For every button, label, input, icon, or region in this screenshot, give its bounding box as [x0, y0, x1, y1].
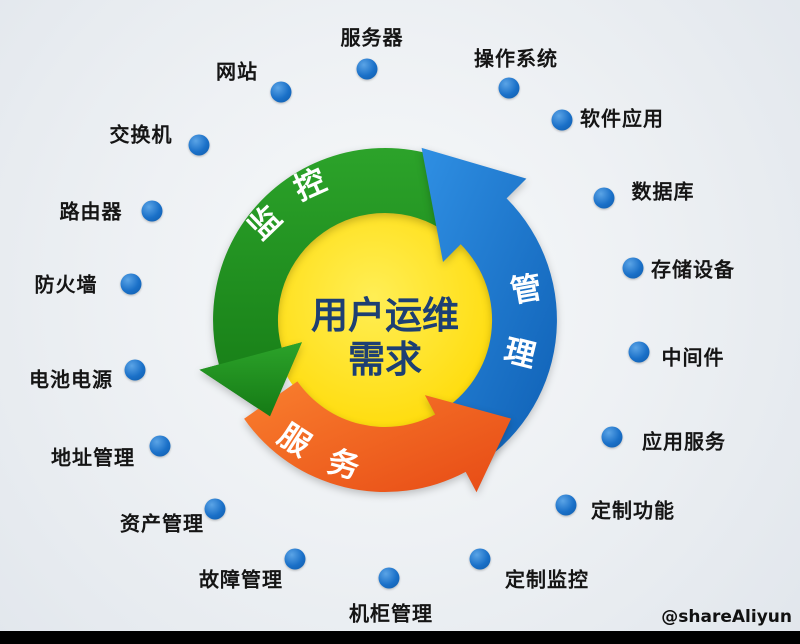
node-label-battery-power: 电池电源 — [29, 367, 113, 392]
node-label-custom-monitoring: 定制监控 — [505, 567, 589, 592]
node-dot-switch — [188, 134, 210, 156]
node-label-fault-management: 故障管理 — [199, 567, 283, 592]
node-dot-operating-system — [498, 77, 520, 99]
node-dot-application-service — [601, 426, 623, 448]
center-circle — [272, 207, 498, 433]
node-dot-website — [270, 81, 292, 103]
node-label-custom-function: 定制功能 — [591, 498, 675, 523]
monitoring-arrow-head — [199, 342, 302, 417]
node-label-middleware: 中间件 — [661, 345, 725, 370]
node-label-router: 路由器 — [59, 199, 123, 224]
node-dot-router — [141, 200, 163, 222]
node-label-website: 网站 — [216, 59, 258, 84]
node-label-address-management: 地址管理 — [51, 445, 135, 470]
node-label-software-application: 软件应用 — [580, 106, 664, 131]
node-label-firewall: 防火墙 — [34, 272, 98, 297]
node-label-application-service: 应用服务 — [642, 429, 726, 454]
node-dot-battery-power — [124, 359, 146, 381]
node-dot-server — [356, 58, 378, 80]
node-label-switch: 交换机 — [109, 122, 173, 147]
center-title-line2: 需求 — [348, 338, 422, 381]
node-label-database: 数据库 — [631, 179, 695, 204]
management-arrow — [421, 147, 557, 469]
management-arrow-label-char1: 管 — [508, 269, 545, 310]
node-dot-custom-monitoring — [469, 548, 491, 570]
node-label-storage-device: 存储设备 — [651, 257, 735, 282]
node-dot-firewall — [120, 273, 142, 295]
watermark: @shareAliyun — [661, 607, 792, 627]
bottom-bar — [0, 631, 800, 644]
node-label-cabinet-management: 机柜管理 — [349, 601, 433, 626]
node-dot-software-application — [551, 109, 573, 131]
node-dot-cabinet-management — [378, 567, 400, 589]
node-dot-fault-management — [284, 548, 306, 570]
node-dot-storage-device — [622, 257, 644, 279]
node-dot-middleware — [628, 341, 650, 363]
node-label-server: 服务器 — [340, 25, 404, 50]
node-dot-address-management — [149, 435, 171, 457]
cycle-diagram: 监 控 管 理 服 务 用户运维 需求 — [199, 147, 557, 493]
service-arrow — [244, 381, 512, 493]
node-dot-asset-management — [204, 498, 226, 520]
node-dot-database — [593, 187, 615, 209]
node-dot-custom-function — [555, 494, 577, 516]
center-title-line1: 用户运维 — [311, 294, 459, 337]
monitoring-arrow — [199, 147, 484, 417]
node-label-operating-system: 操作系统 — [474, 46, 558, 71]
node-label-asset-management: 资产管理 — [120, 511, 204, 536]
